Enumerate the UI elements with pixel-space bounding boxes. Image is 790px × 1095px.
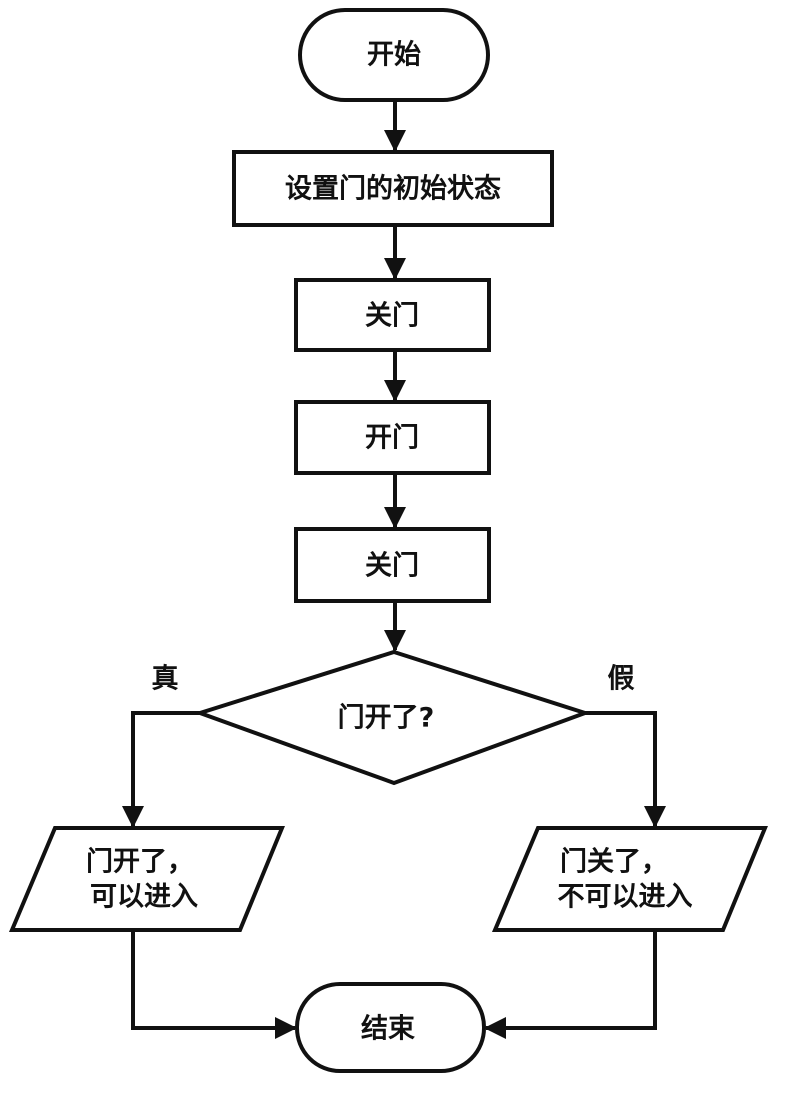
node-init: 设置门的初始状态: [232, 150, 554, 227]
open-process-box: [294, 400, 491, 475]
open-label: 开门: [365, 423, 419, 454]
io-false-parallelogram: [491, 826, 768, 932]
node-io-false: 门关了， 不可以进入: [491, 826, 768, 932]
node-decision: 门开了?: [193, 649, 592, 786]
edge-label-true: 真: [152, 664, 179, 695]
node-start: 开始: [298, 8, 490, 102]
close2-label: 关门: [365, 551, 419, 582]
end-label: 结束: [361, 1014, 415, 1045]
decision-label: 门开了?: [338, 703, 435, 734]
node-close1: 关门: [294, 278, 491, 352]
start-label: 开始: [367, 39, 421, 71]
io-false-label-line1: 门关了，: [560, 847, 668, 878]
edge-io-false-to-end: [484, 932, 657, 1039]
node-close2: 关门: [294, 527, 491, 603]
start-terminator: [298, 8, 490, 102]
edge-decision-false: [585, 711, 666, 828]
init-process-box: [232, 150, 554, 227]
close1-process-box: [294, 278, 491, 352]
edge-decision-true: [122, 711, 200, 828]
node-io-true: 门开了， 可以进入: [8, 826, 285, 932]
edge-label-false: 假: [608, 664, 635, 695]
node-end: 结束: [295, 982, 486, 1073]
edges: [122, 100, 666, 1039]
io-false-label-line2: 不可以进入: [558, 882, 693, 913]
init-label: 设置门的初始状态: [285, 173, 501, 205]
close1-label: 关门: [365, 301, 419, 332]
end-terminator: [295, 982, 486, 1073]
io-true-label-line2: 可以进入: [90, 882, 198, 913]
decision-diamond: [193, 649, 592, 786]
edge-io-true-to-end: [131, 932, 297, 1039]
node-open: 开门: [294, 400, 491, 475]
close2-process-box: [294, 527, 491, 603]
io-true-parallelogram: [8, 826, 285, 932]
io-true-label-line1: 门开了，: [86, 847, 194, 878]
